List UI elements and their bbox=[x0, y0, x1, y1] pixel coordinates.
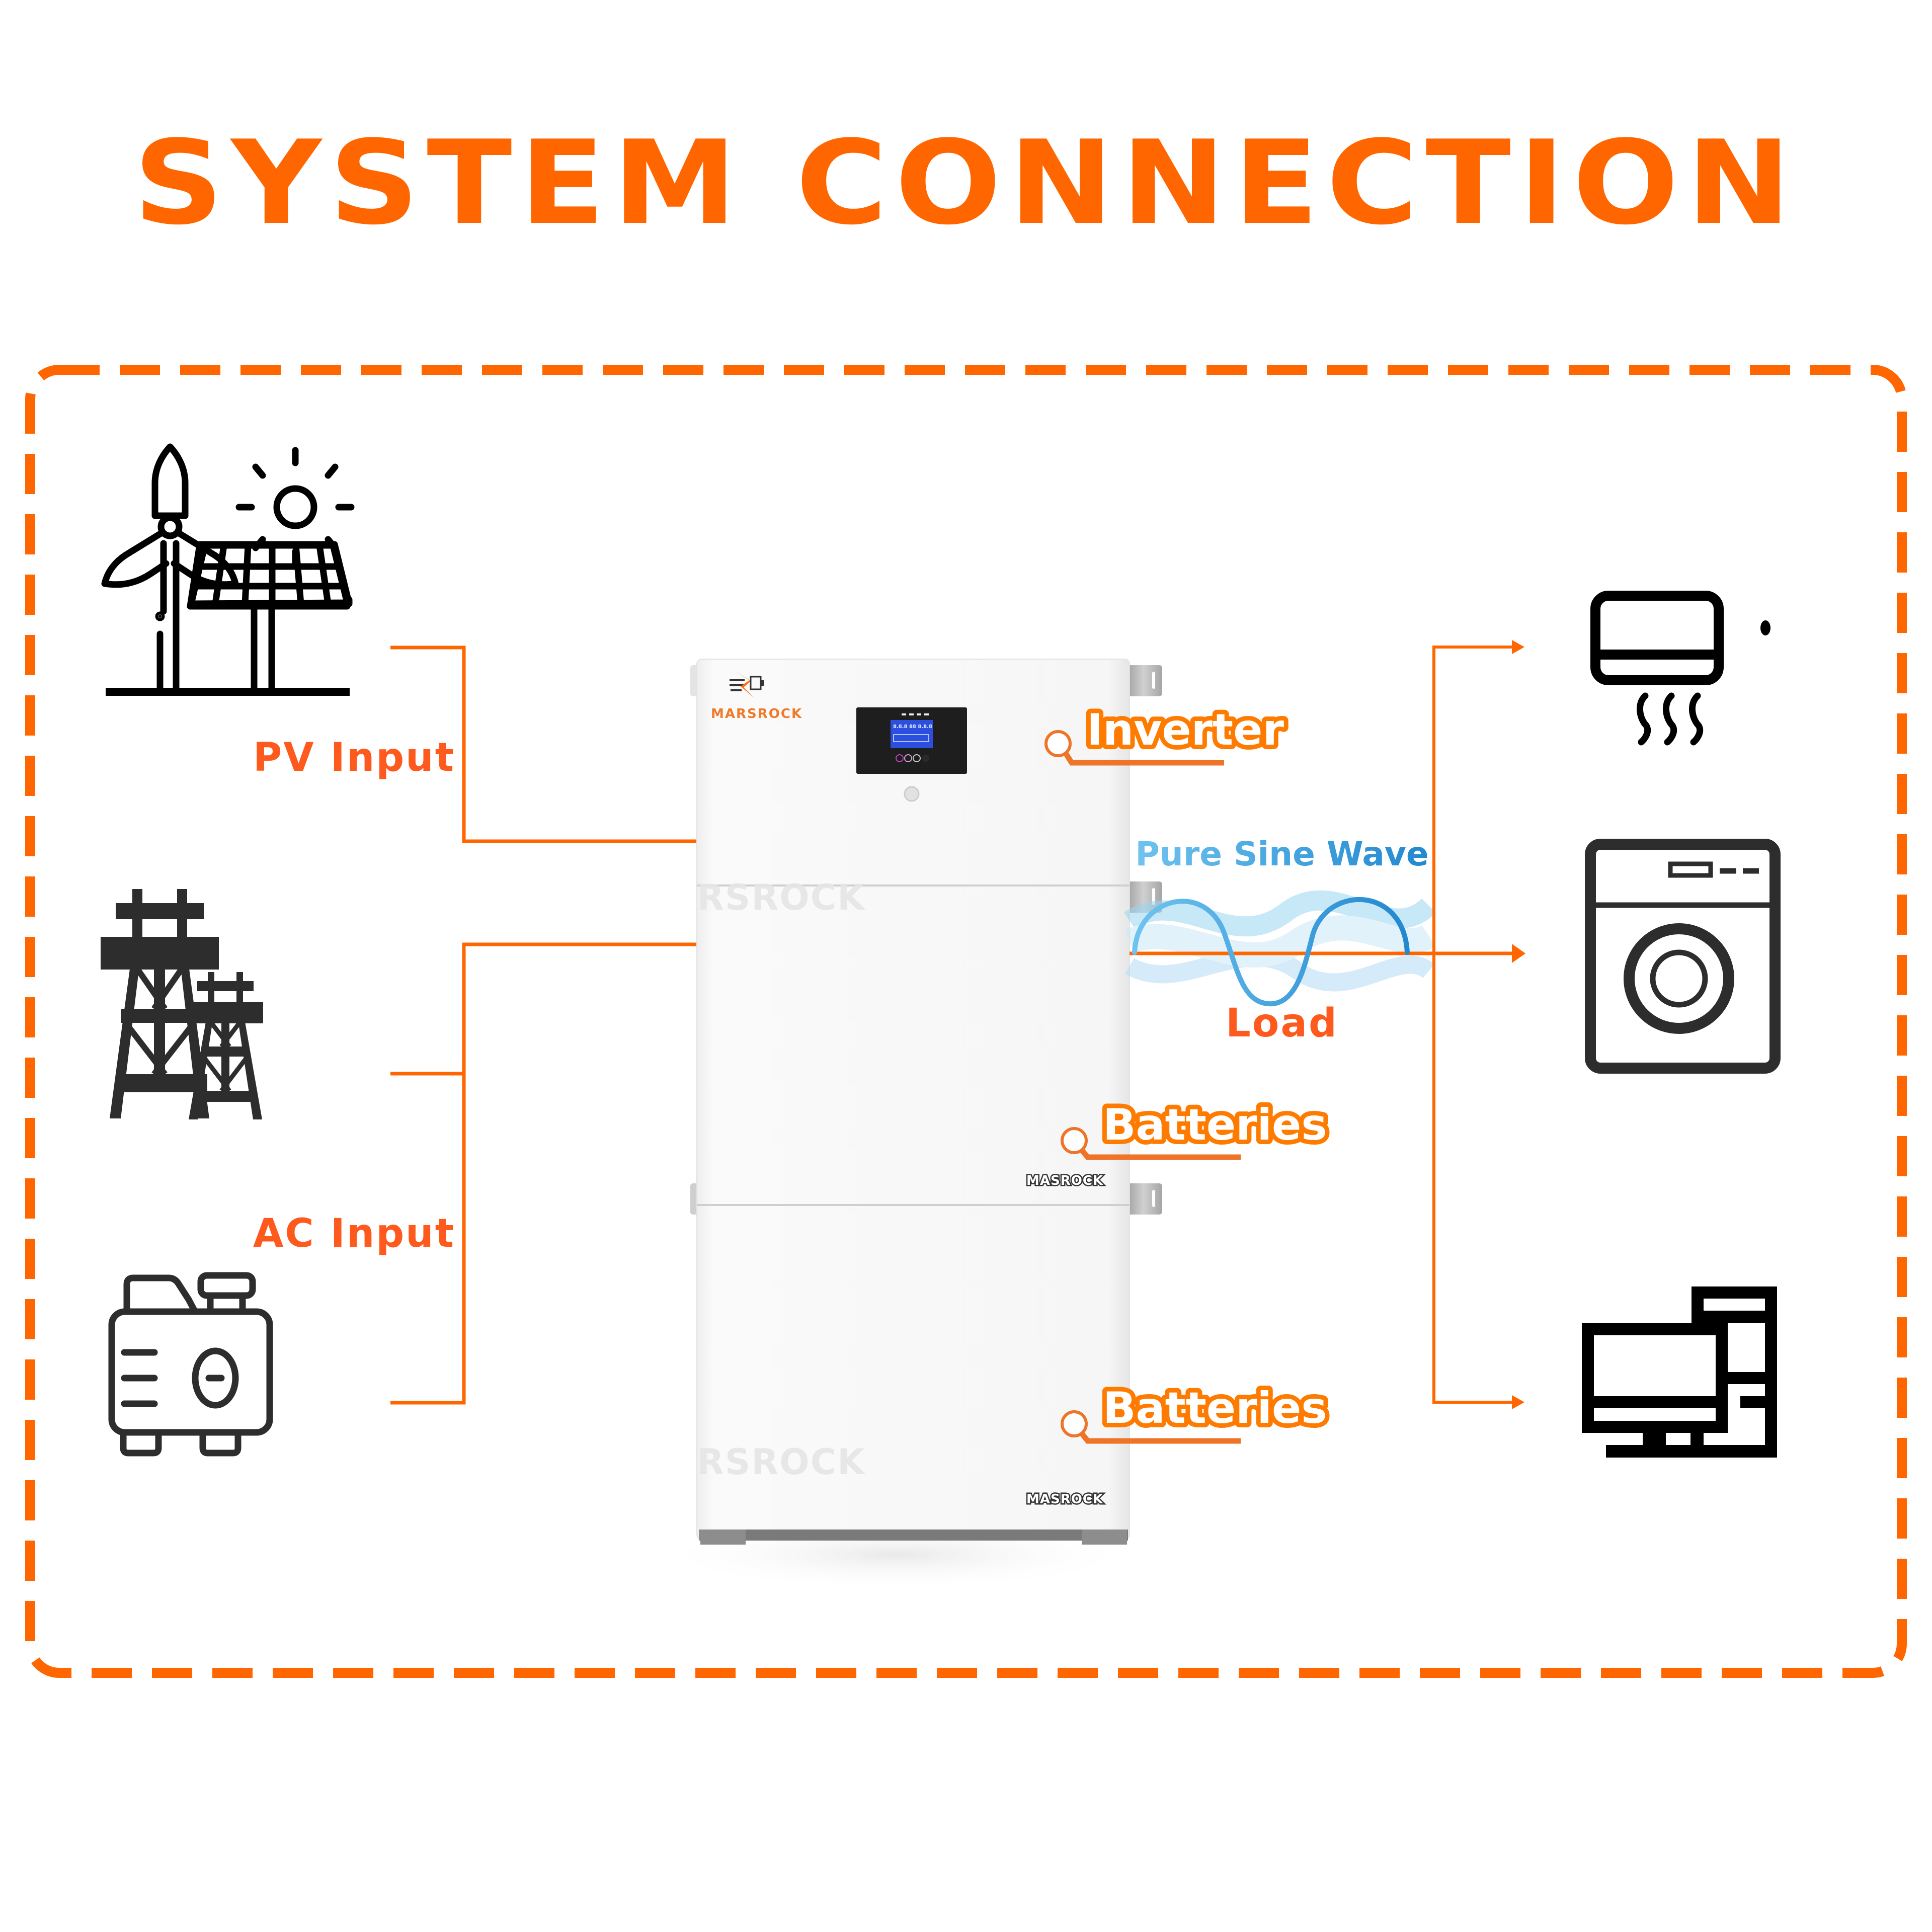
batteries-lower-callout: Batteries bbox=[1061, 1379, 1332, 1444]
load-arrow-bottom bbox=[1512, 1395, 1524, 1409]
up-button[interactable] bbox=[904, 754, 912, 762]
display-panel: 8.8.8 88 8.8.8 bbox=[856, 707, 967, 774]
dashed-frame bbox=[25, 365, 1907, 1678]
load-arrow-top bbox=[1512, 640, 1524, 654]
watermark-upper: RSROCK bbox=[697, 877, 866, 918]
ac-input-label: AC Input bbox=[253, 1211, 455, 1256]
ac-input-wire-trunk bbox=[390, 942, 697, 1405]
inverter-callout-label: Inverter bbox=[1087, 705, 1284, 755]
brand-logo: MARSROCK bbox=[711, 671, 802, 721]
power-tower-icon bbox=[101, 889, 263, 1119]
washing-machine-icon bbox=[1585, 839, 1781, 1074]
svg-text:8.8.8 88 8.8.8: 8.8.8 88 8.8.8 bbox=[893, 724, 932, 730]
wind-solar-icon bbox=[101, 443, 355, 696]
power-switch[interactable] bbox=[904, 786, 920, 802]
pv-input-label: PV Input bbox=[253, 735, 455, 780]
wave-background bbox=[1123, 890, 1436, 992]
inverter-callout: Inverter bbox=[1044, 700, 1289, 766]
output-bus bbox=[1432, 646, 1512, 1404]
batteries-upper-callout-label: Batteries bbox=[1103, 1100, 1327, 1150]
desktop-computer-icon bbox=[1582, 1286, 1777, 1458]
hybrid-inverter-unit bbox=[696, 659, 1130, 1545]
battery-badge-upper: MASROCK bbox=[1026, 1173, 1103, 1188]
pv-input-wire bbox=[390, 646, 697, 843]
load-arrow-mid bbox=[1512, 944, 1525, 963]
status-indicators bbox=[902, 713, 929, 715]
enter-button[interactable] bbox=[922, 755, 929, 762]
sine-wave bbox=[1132, 897, 1410, 1007]
watermark-lower: RSROCK bbox=[697, 1441, 866, 1483]
down-button[interactable] bbox=[913, 754, 921, 762]
batteries-upper-callout: Batteries bbox=[1061, 1095, 1332, 1160]
generator-icon bbox=[108, 1272, 273, 1457]
air-conditioner-icon bbox=[1590, 591, 1770, 746]
batteries-lower-callout-label: Batteries bbox=[1103, 1383, 1327, 1433]
load-label: Load bbox=[1226, 1001, 1338, 1046]
brand-logo-icon bbox=[730, 671, 764, 698]
brand-name: MARSROCK bbox=[711, 706, 802, 721]
page-title: SYSTEM CONNECTION bbox=[133, 116, 1799, 251]
battery-badge-lower: MASROCK bbox=[1026, 1492, 1103, 1507]
esc-button[interactable] bbox=[896, 754, 904, 762]
pure-sine-wave-label: Pure Sine Wave bbox=[1135, 835, 1428, 873]
lcd-screen bbox=[891, 720, 933, 748]
